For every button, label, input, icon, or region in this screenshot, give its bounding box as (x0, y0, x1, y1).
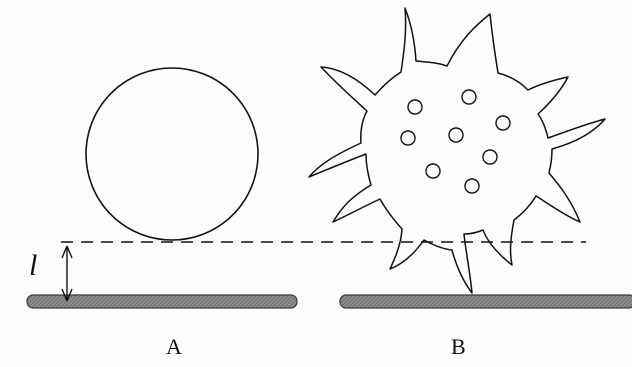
spiky-cell-b-outline (309, 8, 605, 293)
interior-dot (408, 100, 422, 114)
interior-dot (483, 150, 497, 164)
distance-label: l (29, 251, 37, 281)
spiky-cell-b (309, 8, 605, 293)
interior-dot (449, 128, 463, 142)
smooth-cell-a (86, 68, 258, 240)
surface-plate-b (340, 295, 632, 308)
interior-dot (496, 116, 510, 130)
interior-dot (462, 90, 476, 104)
panel-a-label: A (166, 336, 182, 358)
interior-dot (465, 179, 479, 193)
interior-dot (426, 164, 440, 178)
distance-double-arrow (62, 246, 72, 301)
panel-b-label: B (451, 336, 466, 358)
interior-dot (401, 131, 415, 145)
